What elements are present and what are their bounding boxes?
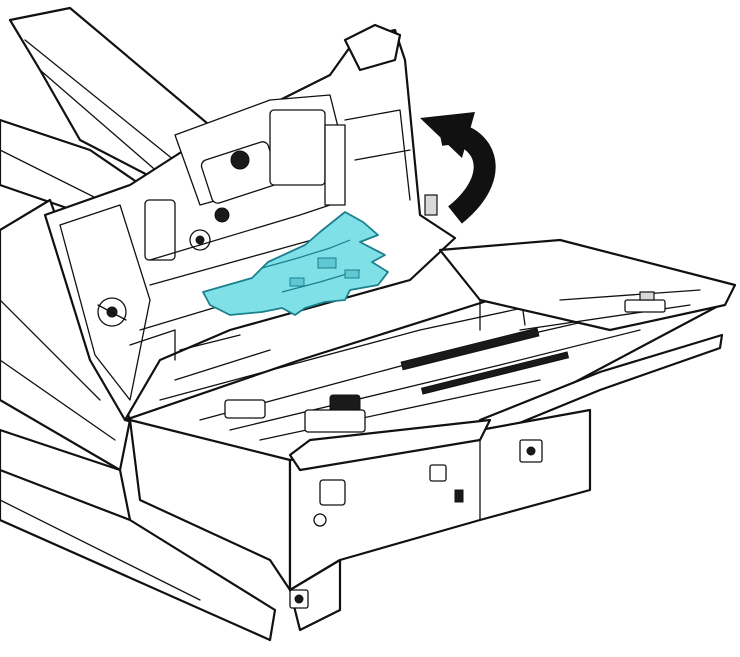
scanner-body <box>0 198 277 642</box>
scanner-front <box>128 408 592 632</box>
lift-up-arrow-icon <box>420 112 496 224</box>
adf-front-cover <box>43 23 457 422</box>
document-path <box>123 254 727 472</box>
pad-module-highlight <box>202 211 389 316</box>
